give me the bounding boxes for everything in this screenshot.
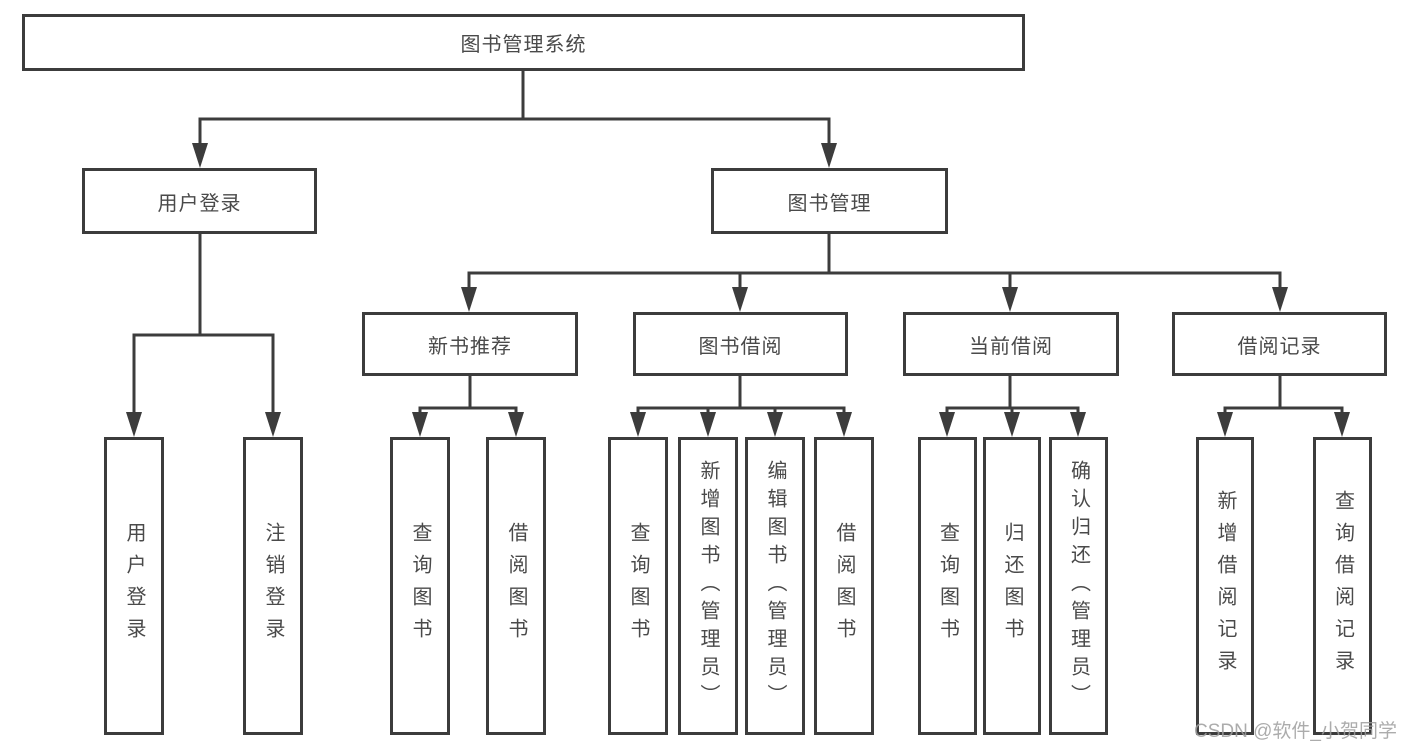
leaf-logout: 注销登录 <box>243 437 303 735</box>
connector-newbook-to-leaves <box>418 376 518 414</box>
node-user-login-branch: 用户登录 <box>82 168 317 234</box>
leaf-current-query-books: 查询图书 <box>918 437 977 735</box>
arrow-down-icon <box>1272 287 1288 312</box>
node-root: 图书管理系统 <box>22 14 1025 71</box>
leaf-label: 查询借阅记录 <box>1331 490 1354 682</box>
leaf-label: 注销登录 <box>262 522 284 650</box>
watermark: CSDN @软件_小贺同学 <box>1194 721 1397 742</box>
arrow-down-icon <box>700 412 716 437</box>
connector-root-to-level1 <box>198 70 831 147</box>
arrow-down-icon <box>767 412 783 437</box>
leaf-confirm-return-admin: 确认归还（管理员） <box>1049 437 1108 735</box>
arrow-down-icon <box>1334 412 1350 437</box>
node-label: 图书管理 <box>787 192 872 215</box>
node-book-management-branch: 图书管理 <box>711 168 948 234</box>
arrow-down-icon <box>630 412 646 437</box>
node-borrowing-records: 借阅记录 <box>1172 312 1387 376</box>
arrow-down-icon <box>836 412 852 437</box>
leaf-borrow-query-books: 查询图书 <box>608 437 668 735</box>
leaf-query-borrow-record: 查询借阅记录 <box>1313 437 1372 735</box>
arrow-down-icon <box>1004 412 1020 437</box>
connector-records-to-leaves <box>1223 376 1344 414</box>
leaf-user-login: 用户登录 <box>104 437 164 735</box>
leaf-label: 确认归还（管理员） <box>1067 460 1090 712</box>
arrow-down-icon <box>732 287 748 312</box>
leaf-borrow-borrow-books: 借阅图书 <box>814 437 874 735</box>
leaf-add-borrow-record: 新增借阅记录 <box>1196 437 1254 735</box>
node-current-borrowing: 当前借阅 <box>903 312 1119 376</box>
arrow-down-icon <box>1070 412 1086 437</box>
arrow-down-icon <box>126 412 142 437</box>
arrow-down-icon <box>192 143 208 168</box>
leaf-label: 新增图书（管理员） <box>697 460 719 712</box>
leaf-add-book-admin: 新增图书（管理员） <box>678 437 738 735</box>
arrow-down-icon <box>508 412 524 437</box>
connector-bookborrow-to-leaves <box>636 376 846 414</box>
arrow-down-icon <box>265 412 281 437</box>
leaf-label: 借阅图书 <box>505 522 527 650</box>
node-label: 新书推荐 <box>428 335 512 358</box>
node-label: 借阅记录 <box>1237 335 1322 358</box>
leaf-label: 归还图书 <box>1001 522 1023 650</box>
leaf-return-books: 归还图书 <box>983 437 1041 735</box>
node-label: 图书借阅 <box>698 335 783 358</box>
connector-currentborrow-to-leaves <box>945 376 1080 414</box>
arrow-down-icon <box>821 143 837 168</box>
leaf-recommend-query-books: 查询图书 <box>390 437 450 735</box>
arrow-down-icon <box>461 287 477 312</box>
arrow-down-icon <box>412 412 428 437</box>
connector-userlogin-to-leaves <box>132 234 275 414</box>
node-new-book-recommendation: 新书推荐 <box>362 312 578 376</box>
node-root-label: 图书管理系统 <box>460 34 587 56</box>
node-label: 当前借阅 <box>969 335 1053 358</box>
arrow-down-icon <box>1002 287 1018 312</box>
leaf-label: 查询图书 <box>936 522 959 650</box>
leaf-label: 查询图书 <box>627 522 649 650</box>
leaf-recommend-borrow-books: 借阅图书 <box>486 437 546 735</box>
leaf-label: 新增借阅记录 <box>1214 490 1236 682</box>
arrow-down-icon <box>1217 412 1233 437</box>
leaf-label: 查询图书 <box>409 522 431 650</box>
node-label: 用户登录 <box>157 192 242 215</box>
leaf-label: 编辑图书（管理员） <box>764 460 786 712</box>
leaf-label: 借阅图书 <box>833 522 855 650</box>
leaf-edit-book-admin: 编辑图书（管理员） <box>745 437 805 735</box>
node-book-borrowing: 图书借阅 <box>633 312 848 376</box>
connector-bookmgmt-to-level2 <box>467 234 1282 289</box>
leaf-label: 用户登录 <box>123 522 145 650</box>
arrow-down-icon <box>939 412 955 437</box>
